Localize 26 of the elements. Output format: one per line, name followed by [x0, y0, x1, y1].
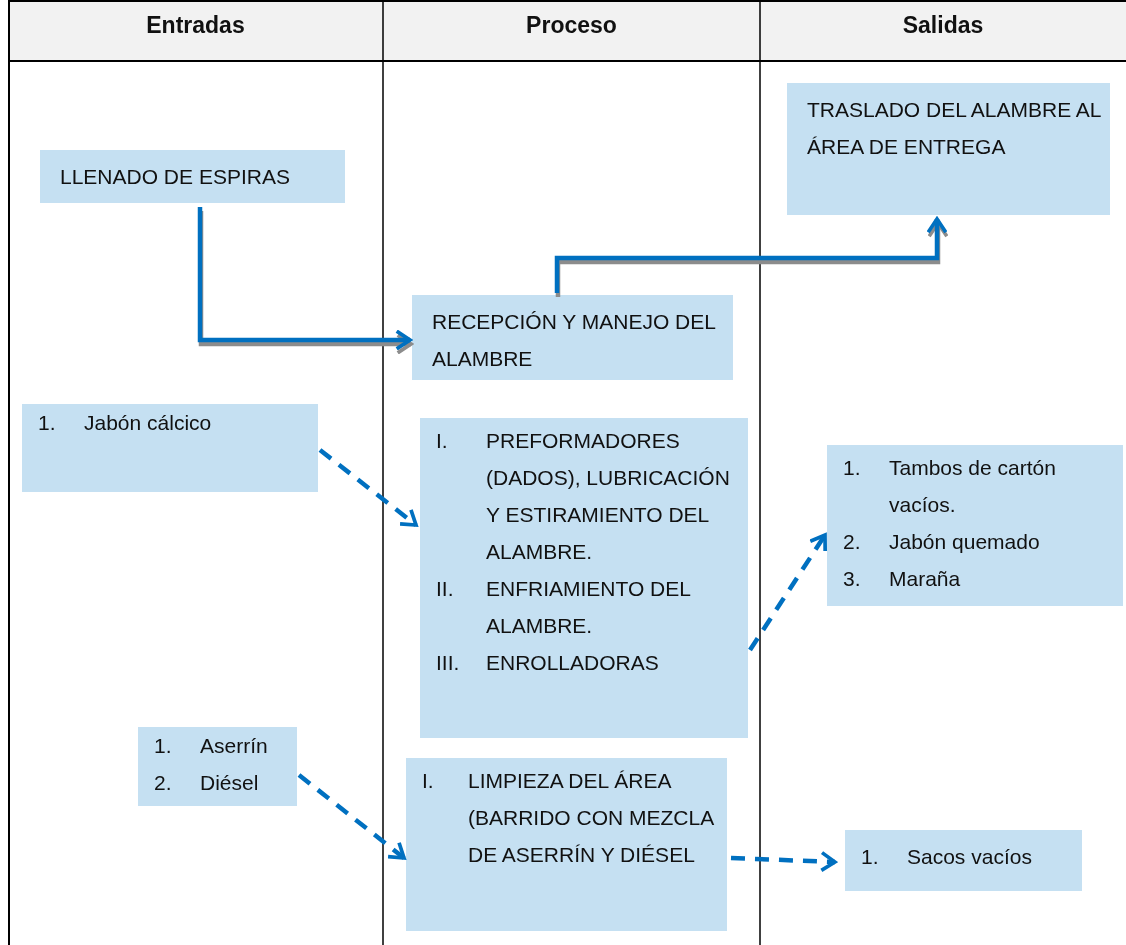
list-item: 1. Sacos vacíos: [861, 844, 1033, 870]
process-box: [406, 758, 727, 931]
list-item: 2. Diésel: [154, 770, 260, 796]
column-header: Salidas: [902, 11, 984, 40]
list-item: I. PREFORMADORES (DADOS), LUBRICACIÓN Y ESTIRAMIENTO DEL ALAMBRE.: [436, 428, 731, 565]
list-item: 1. Jabón cálcico: [38, 410, 213, 436]
list-item: 3. Maraña: [843, 566, 962, 592]
list-item: III. ENROLLADORAS: [436, 650, 660, 676]
column-header: Proceso: [526, 11, 617, 40]
process-box: [22, 404, 318, 492]
list-item: 1. Tambos de cartón vacíos.: [843, 455, 1057, 518]
box-text: LLENADO DE ESPIRAS: [60, 164, 291, 190]
list-item: I. LIMPIEZA DEL ÁREA (BARRIDO CON MEZCLA DE ASERRÍN Y DIÉSEL: [422, 768, 715, 868]
box-text: RECEPCIÓN Y MANEJO DEL ALAMBRE: [432, 309, 717, 372]
process-box: [40, 150, 345, 203]
process-box: [138, 727, 297, 806]
process-box: [827, 445, 1123, 606]
process-box: [412, 295, 733, 380]
list-item: 2. Jabón quemado: [843, 529, 1041, 555]
process-box: [787, 83, 1110, 215]
column-header: Entradas: [146, 11, 245, 40]
box-text: TRASLADO DEL ALAMBRE AL ÁREA DE ENTREGA: [807, 97, 1102, 160]
process-box: [845, 830, 1082, 891]
process-box: [420, 418, 748, 738]
list-item: 1. Aserrín: [154, 733, 269, 759]
list-item: II. ENFRIAMIENTO DEL ALAMBRE.: [436, 576, 692, 639]
